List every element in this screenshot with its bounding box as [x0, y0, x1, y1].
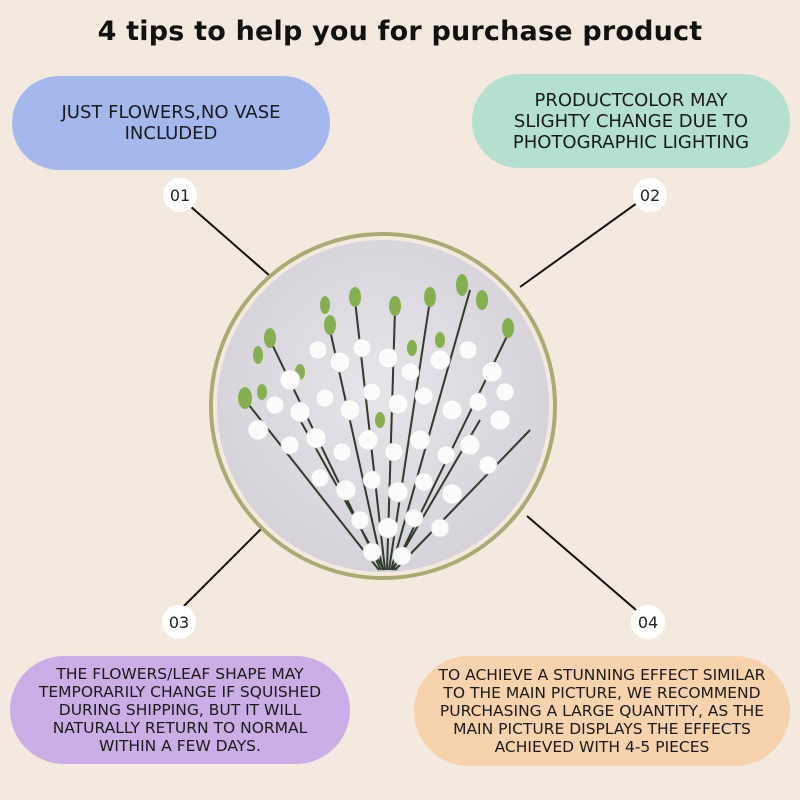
tip-text-04: TO ACHIEVE A STUNNING EFFECT SIMILAR TO …	[438, 666, 766, 756]
flower-bouquet-illustration	[238, 274, 531, 571]
tip-number-badge-01: 01	[163, 178, 197, 212]
connector-line-03	[182, 527, 263, 608]
tip-text-02: PRODUCTCOLOR MAY SLIGHTY CHANGE DUE TO P…	[512, 89, 750, 153]
tip-card-04: TO ACHIEVE A STUNNING EFFECT SIMILAR TO …	[414, 656, 790, 766]
page-title: 4 tips to help you for purchase product	[97, 16, 703, 47]
product-photo	[209, 232, 557, 580]
connector-line-02	[519, 202, 638, 288]
tip-card-02: PRODUCTCOLOR MAY SLIGHTY CHANGE DUE TO P…	[472, 74, 790, 168]
tip-text-03: THE FLOWERS/LEAF SHAPE MAY TEMPORARILY C…	[38, 665, 322, 755]
tip-number-badge-02: 02	[633, 178, 667, 212]
tip-card-03: THE FLOWERS/LEAF SHAPE MAY TEMPORARILY C…	[10, 656, 350, 764]
tip-text-01: JUST FLOWERS,NO VASE INCLUDED	[61, 102, 281, 144]
connector-line-01	[189, 205, 271, 277]
tip-number-badge-03: 03	[162, 605, 196, 639]
tip-number-badge-04: 04	[631, 605, 665, 639]
tip-card-01: JUST FLOWERS,NO VASE INCLUDED	[12, 76, 330, 170]
connector-line-04	[526, 515, 637, 611]
